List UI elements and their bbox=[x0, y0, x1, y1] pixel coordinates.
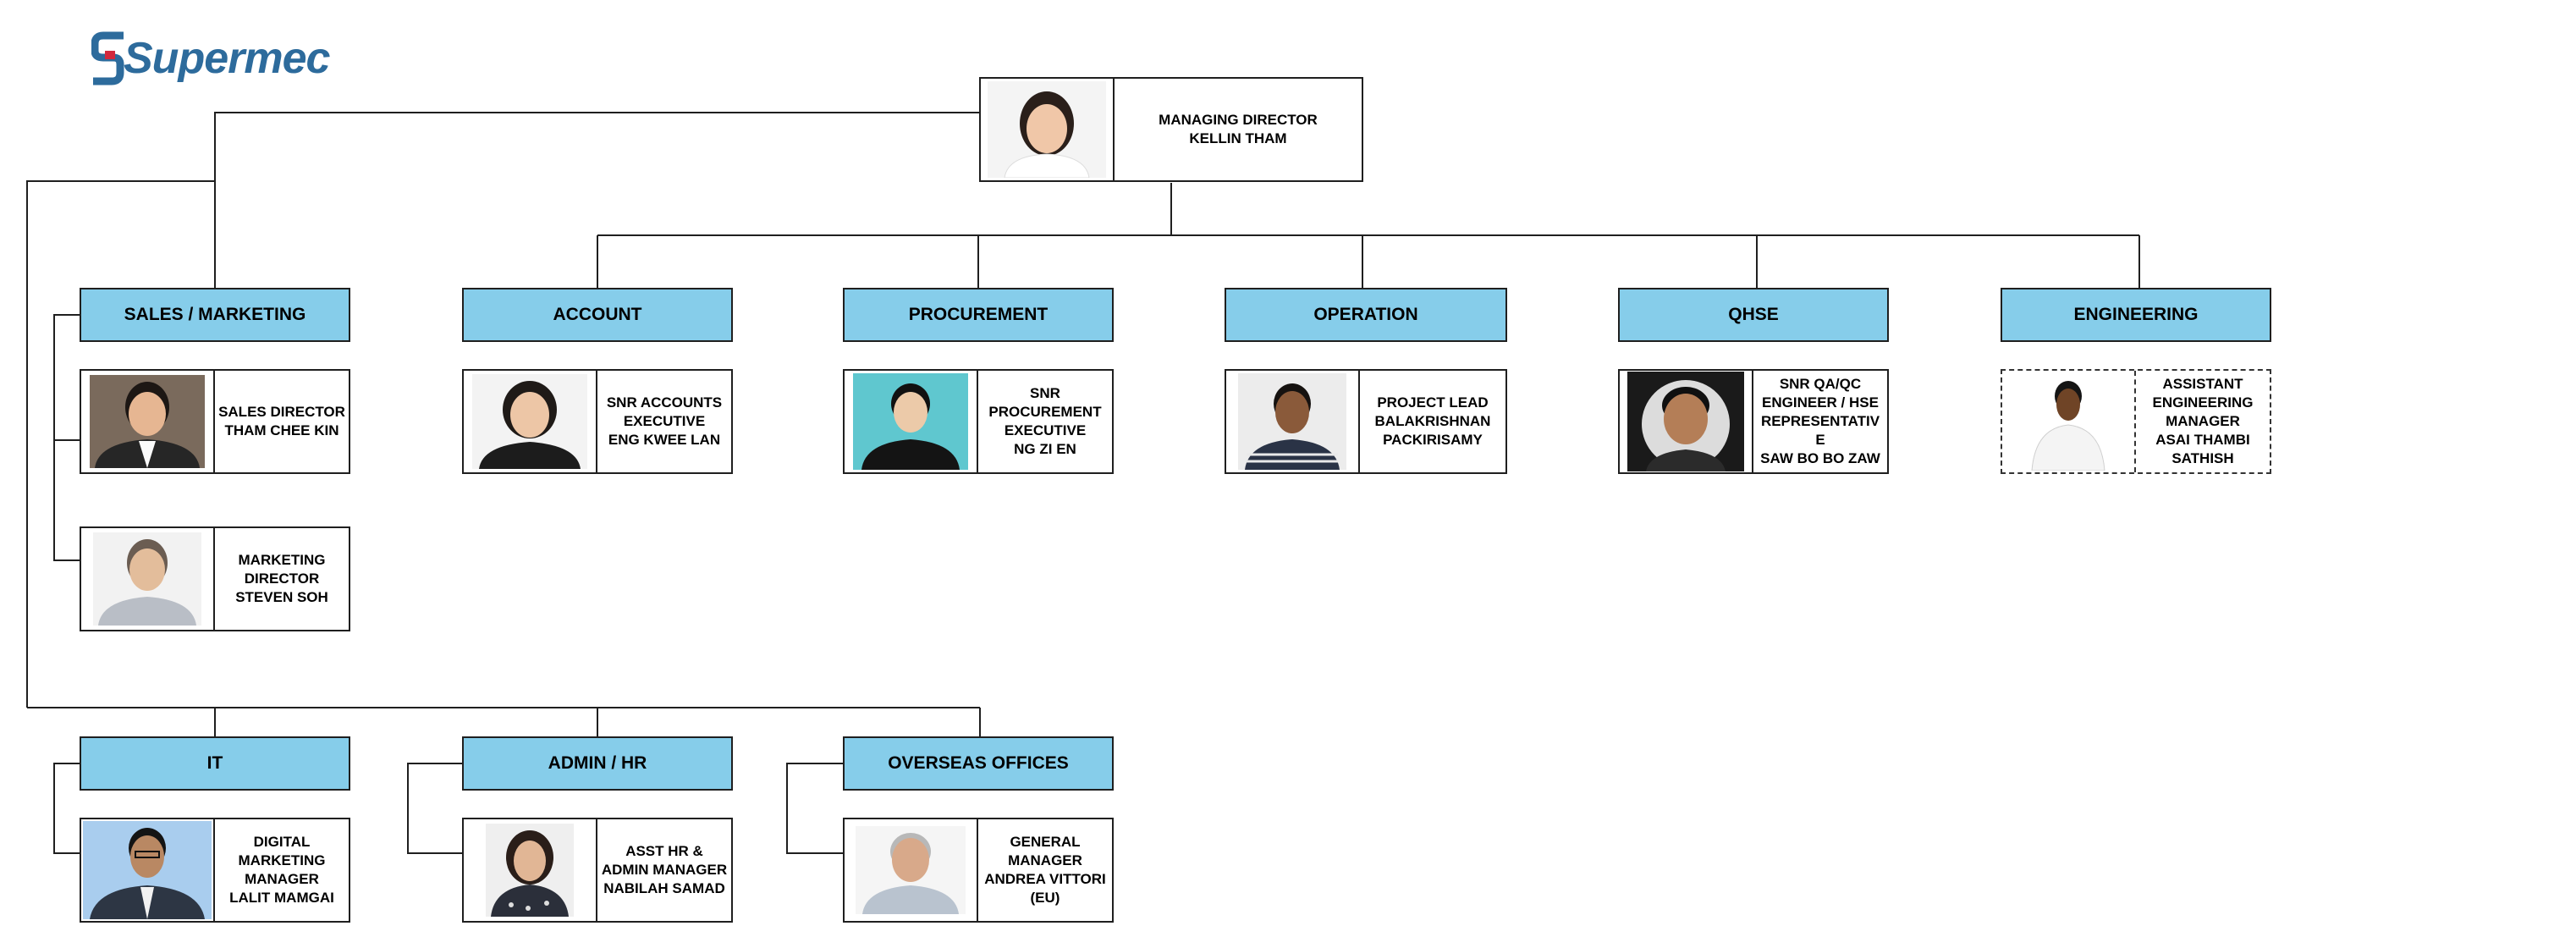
portrait-photo bbox=[845, 819, 978, 921]
department-procurement: PROCUREMENT bbox=[843, 288, 1114, 342]
org-card-hr-admin-manager: ASST HR & ADMIN MANAGER NABILAH SAMAD bbox=[462, 818, 733, 923]
portrait-photo bbox=[81, 528, 215, 630]
portrait-photo bbox=[81, 371, 215, 472]
portrait-photo bbox=[845, 371, 978, 472]
org-card-marketing-director: MARKETING DIRECTOR STEVEN SOH bbox=[80, 526, 350, 631]
department-account: ACCOUNT bbox=[462, 288, 733, 342]
portrait-photo bbox=[981, 79, 1115, 180]
department-sales-marketing: SALES / MARKETING bbox=[80, 288, 350, 342]
card-label: GENERAL MANAGER ANDREA VITTORI (EU) bbox=[984, 834, 1106, 906]
department-admin-hr: ADMIN / HR bbox=[462, 736, 733, 791]
card-label: MARKETING DIRECTOR STEVEN SOH bbox=[235, 552, 328, 605]
portrait-photo bbox=[81, 819, 215, 921]
org-card-qaqc-engineer: SNR QA/QC ENGINEER / HSE REPRESENTATIV E… bbox=[1618, 369, 1889, 474]
department-operation: OPERATION bbox=[1225, 288, 1507, 342]
department-overseas-offices: OVERSEAS OFFICES bbox=[843, 736, 1114, 791]
card-label: SNR ACCOUNTS EXECUTIVE ENG KWEE LAN bbox=[606, 394, 723, 448]
org-card-managing-director: MANAGING DIRECTOR KELLIN THAM bbox=[979, 77, 1363, 182]
logo-mark-icon bbox=[91, 31, 124, 85]
department-engineering: ENGINEERING bbox=[2001, 288, 2271, 342]
org-card-general-manager: GENERAL MANAGER ANDREA VITTORI (EU) bbox=[843, 818, 1114, 923]
portrait-photo bbox=[1226, 371, 1360, 472]
org-card-sales-director: SALES DIRECTOR THAM CHEE KIN bbox=[80, 369, 350, 474]
portrait-photo bbox=[464, 819, 597, 921]
company-logo: Supermec bbox=[91, 29, 330, 88]
department-it: IT bbox=[80, 736, 350, 791]
portrait-photo bbox=[2002, 371, 2136, 472]
logo-text: Supermec bbox=[124, 34, 330, 83]
card-label: SALES DIRECTOR THAM CHEE KIN bbox=[218, 404, 345, 438]
org-card-digital-marketing-manager: DIGITAL MARKETING MANAGER LALIT MAMGAI bbox=[80, 818, 350, 923]
org-card-procurement-executive: SNR PROCUREMENT EXECUTIVE NG ZI EN bbox=[843, 369, 1114, 474]
card-label: ASST HR & ADMIN MANAGER NABILAH SAMAD bbox=[601, 843, 728, 896]
portrait-photo bbox=[464, 371, 597, 472]
org-card-accounts-executive: SNR ACCOUNTS EXECUTIVE ENG KWEE LAN bbox=[462, 369, 733, 474]
card-label: MANAGING DIRECTOR KELLIN THAM bbox=[1159, 112, 1318, 146]
department-qhse: QHSE bbox=[1618, 288, 1889, 342]
card-label: ASSISTANT ENGINEERING MANAGER ASAI THAMB… bbox=[2152, 376, 2254, 466]
card-label: DIGITAL MARKETING MANAGER LALIT MAMGAI bbox=[229, 834, 334, 906]
org-card-engineering-manager: ASSISTANT ENGINEERING MANAGER ASAI THAMB… bbox=[2001, 369, 2271, 474]
card-label: PROJECT LEAD BALAKRISHNAN PACKIRISAMY bbox=[1374, 394, 1491, 448]
card-label: SNR QA/QC ENGINEER / HSE REPRESENTATIV E… bbox=[1760, 376, 1880, 466]
org-card-project-lead: PROJECT LEAD BALAKRISHNAN PACKIRISAMY bbox=[1225, 369, 1507, 474]
portrait-photo bbox=[1620, 371, 1753, 472]
card-label: SNR PROCUREMENT EXECUTIVE NG ZI EN bbox=[988, 385, 1102, 457]
